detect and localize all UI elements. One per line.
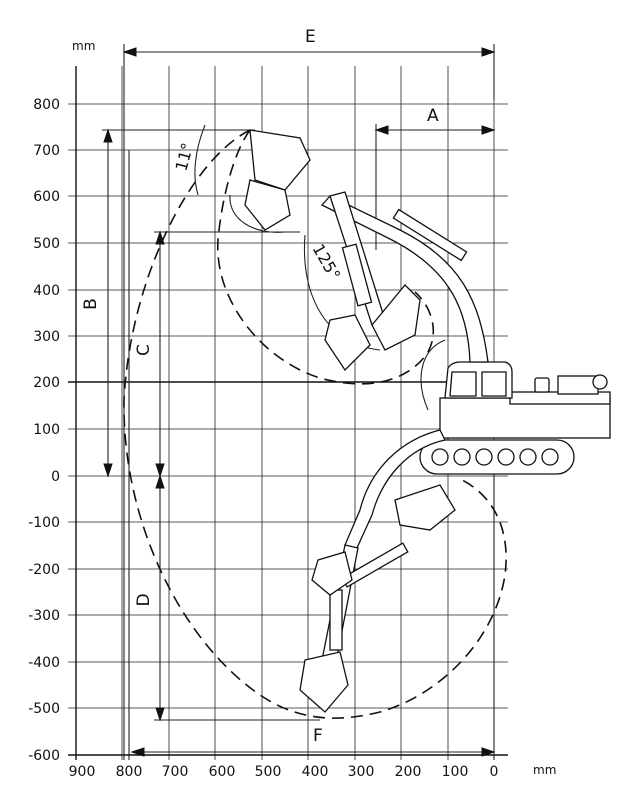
dim-d-arrow-bottom	[155, 707, 165, 722]
y-tick-m200: -200	[28, 562, 60, 578]
x-tick-800: 800	[116, 764, 143, 780]
bucket-lower-near	[394, 484, 456, 531]
bucket-arc-upper	[229, 194, 286, 233]
y-tick-400: 400	[33, 283, 60, 299]
x-tick-0: 0	[490, 764, 499, 780]
dimension-b: B	[81, 128, 255, 478]
y-tick-600: 600	[33, 189, 60, 205]
y-tick-100: 100	[33, 422, 60, 438]
dim-e-arrow-left	[122, 47, 137, 57]
lower-front-attachment	[299, 429, 456, 713]
dimension-d: D	[134, 474, 320, 722]
dim-d-arrow-top	[155, 474, 165, 489]
y-tick-m300: -300	[28, 608, 60, 624]
tilt-angle-label: 11°	[172, 141, 198, 173]
body-arc	[420, 339, 446, 411]
bucket-upper-low	[324, 314, 371, 372]
track-outline	[419, 439, 575, 475]
cab-window-side	[481, 371, 507, 397]
boom-cylinder-upper	[392, 208, 468, 262]
y-tick-700: 700	[33, 143, 60, 159]
upper-structure	[439, 397, 611, 439]
y-tick-300: 300	[33, 329, 60, 345]
x-tick-100: 100	[442, 764, 469, 780]
dim-e-arrow-right	[481, 47, 496, 57]
y-tick-500: 500	[33, 236, 60, 252]
dimension-f: F	[130, 470, 496, 760]
bucket-upper-main	[371, 284, 421, 351]
y-tick-m100: -100	[28, 515, 60, 531]
x-tick-700: 700	[162, 764, 189, 780]
y-tick-m500: -500	[28, 701, 60, 717]
tilt-arc	[194, 124, 206, 196]
dim-d-label: D	[134, 593, 154, 606]
track-wheel-0	[431, 448, 449, 466]
dim-e-label: E	[305, 27, 316, 47]
bucket-upper-far	[249, 129, 311, 191]
x-tick-900: 900	[69, 764, 96, 780]
dim-a-arrow-right	[481, 125, 496, 135]
counterweight-top	[557, 375, 599, 395]
x-tick-400: 400	[302, 764, 329, 780]
x-tick-300: 300	[348, 764, 375, 780]
arm-cylinder-upper	[341, 243, 373, 307]
dim-f-arrow-right	[481, 747, 496, 757]
y-tick-m400: -400	[28, 655, 60, 671]
y-tick-0: 0	[51, 469, 60, 485]
x-tick-200: 200	[395, 764, 422, 780]
track-wheels	[431, 448, 559, 466]
x-unit-label: mm	[533, 763, 556, 777]
max-reach-envelope	[123, 129, 507, 719]
bucket-lower-main	[299, 651, 349, 713]
dim-b-label: B	[81, 298, 101, 310]
track-wheel-5	[541, 448, 559, 466]
excavator-body	[419, 361, 611, 475]
dim-f-arrow-left	[130, 747, 145, 757]
upper-front-attachment	[244, 129, 489, 372]
dim-a-arrow-left	[374, 125, 389, 135]
mirror	[592, 374, 608, 390]
swing-angle-label: 125°	[309, 241, 345, 284]
dimension-e: E	[122, 27, 496, 760]
track-wheel-4	[519, 448, 537, 466]
y-tick-m600: -600	[28, 748, 60, 764]
bucket-upper-mid	[244, 179, 291, 231]
y-tick-labels: 800 700 600 500 400 300 200 100 0 -100 -…	[28, 97, 60, 764]
dim-f-label: F	[313, 726, 323, 746]
bucket-cylinder-lower	[329, 589, 343, 651]
exhaust-stack	[534, 377, 550, 393]
bucket-lower-mid	[311, 551, 353, 596]
track-wheel-2	[475, 448, 493, 466]
cab-window-front	[449, 371, 477, 397]
track-wheel-1	[453, 448, 471, 466]
x-tick-labels: 900 800 700 600 500 400 300 200 100 0	[69, 764, 499, 780]
dim-c-label: C	[134, 344, 154, 356]
dim-b-arrow-bottom	[103, 463, 113, 478]
x-tick-500: 500	[255, 764, 282, 780]
y-unit-label: mm	[72, 39, 95, 53]
dim-b-arrow-top	[103, 128, 113, 143]
dim-a-label: A	[427, 106, 439, 126]
track-wheel-3	[497, 448, 515, 466]
y-tick-200: 200	[33, 375, 60, 391]
upper-digging-envelope	[217, 129, 435, 385]
dim-c-arrow-bottom	[155, 463, 165, 478]
y-tick-800: 800	[33, 97, 60, 113]
x-tick-600: 600	[209, 764, 236, 780]
